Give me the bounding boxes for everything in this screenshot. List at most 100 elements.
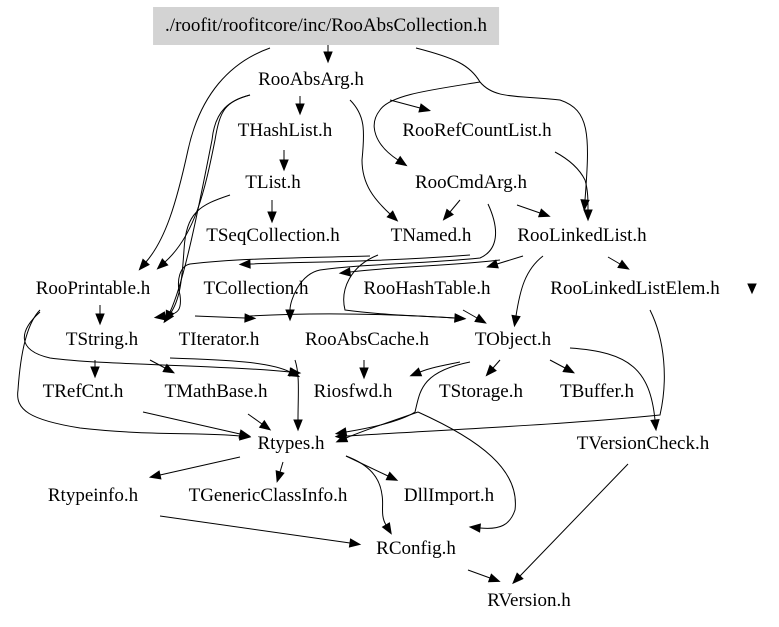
- node-tseqcollection[interactable]: TSeqCollection.h: [206, 225, 340, 246]
- node-rooabscache[interactable]: RooAbsCache.h: [304, 329, 430, 350]
- arrowhead-icon: [279, 159, 289, 172]
- arrowhead-icon: [418, 103, 431, 113]
- arrowhead-icon: [293, 419, 303, 432]
- edge-roorefcountlist-to-roolinkedlist: [554, 151, 589, 211]
- node-tbuffer[interactable]: TBuffer.h: [559, 381, 635, 402]
- arrowhead-icon: [95, 313, 105, 326]
- edge-tlist-to-tstring: [169, 194, 231, 315]
- arrowhead-icon: [485, 364, 497, 377]
- arrowhead-icon: [359, 367, 369, 380]
- node-tcollection[interactable]: TCollection.h: [203, 278, 309, 299]
- node-trefcnt[interactable]: TRefCnt.h: [42, 381, 124, 402]
- edge-tstring-to-riosfwd: [169, 357, 291, 373]
- node-rooabscollection[interactable]: ./roofit/roofitcore/inc/RooAbsCollection…: [153, 7, 499, 45]
- arrowhead-icon: [381, 522, 392, 535]
- edge-roocmdarg-to-roolinkedlist: [516, 204, 541, 214]
- edge-tmathbase-to-rtypes: [247, 413, 263, 425]
- edge-tnamed-to-tstring: [249, 254, 471, 265]
- arrowhead-icon: [512, 572, 524, 585]
- arrowhead-icon: [617, 259, 630, 270]
- node-riosfwd[interactable]: Riosfwd.h: [313, 381, 393, 402]
- arrowhead-icon: [238, 259, 251, 269]
- node-tlist[interactable]: TList.h: [245, 172, 301, 193]
- node-tgenericclassinfo[interactable]: TGenericClassInfo.h: [188, 485, 348, 506]
- edge-tstring-to-tmathbase: [149, 359, 166, 369]
- arrowhead-icon: [486, 259, 499, 269]
- arrowhead-icon: [409, 367, 423, 377]
- edge-tobject-to-riosfwd: [419, 361, 461, 373]
- edge-rooabscollection-to-roolinkedlist: [415, 47, 588, 201]
- edge-tstorage-to-rtypes: [345, 411, 419, 439]
- arrowhead-icon: [338, 267, 352, 277]
- node-thashlist[interactable]: THashList.h: [237, 120, 333, 141]
- node-tobject[interactable]: TObject.h: [474, 329, 552, 350]
- edge-roocmdarg-to-tstring: [289, 203, 497, 311]
- arrowhead-icon: [334, 427, 348, 437]
- arrowhead-icon: [148, 470, 162, 480]
- arrowhead-icon: [537, 208, 551, 218]
- arrowhead-icon: [386, 210, 399, 222]
- edge-riosfwd-to-rtypes: [294, 359, 299, 421]
- arrowhead-icon: [454, 313, 467, 323]
- edge-tobject-to-rtypes: [345, 361, 471, 433]
- arrowhead-icon: [747, 283, 757, 295]
- edge-roolinkedlist-to-roohashtable: [496, 255, 524, 265]
- node-tversioncheck[interactable]: TVersionCheck.h: [576, 433, 710, 454]
- arrowhead-icon: [474, 313, 487, 324]
- edge-tstorage-to-rconfig: [417, 411, 516, 529]
- node-rtypeinfo[interactable]: Rtypeinfo.h: [47, 485, 139, 506]
- arrowhead-icon: [442, 208, 454, 221]
- arrowhead-icon: [511, 314, 521, 328]
- edge-tobject-to-tstorage: [492, 359, 501, 369]
- node-roocmdarg[interactable]: RooCmdArg.h: [414, 172, 528, 193]
- node-roorefcountlist[interactable]: RooRefCountList.h: [402, 120, 552, 141]
- edge-tseqcollection-to-tcollection: [164, 255, 371, 317]
- edge-rtypes-to-tgenericclassinfo: [279, 461, 284, 473]
- node-roolinkedlistelem[interactable]: RooLinkedListElem.h: [550, 278, 720, 299]
- arrowhead-icon: [348, 538, 362, 548]
- node-tnamed[interactable]: TNamed.h: [390, 225, 472, 246]
- edge-rtypes-to-rtypeinfo: [159, 456, 241, 476]
- node-rtypes[interactable]: Rtypes.h: [257, 433, 325, 454]
- arrowhead-icon: [583, 209, 593, 222]
- edge-tcollection-to-tobject: [249, 313, 456, 319]
- node-rooabsarg[interactable]: RooAbsArg.h: [258, 69, 364, 90]
- edge-trefcnt-to-rtypes: [142, 411, 241, 435]
- edge-roolinkedlist-to-tobject: [515, 255, 544, 317]
- arrowhead-icon: [295, 103, 305, 116]
- arrowhead-icon: [562, 363, 576, 374]
- edge-rooprintable-to-riosfwd: [23, 311, 291, 373]
- arrowhead-icon: [162, 363, 176, 374]
- node-rooprintable[interactable]: RooPrintable.h: [35, 278, 151, 299]
- node-rconfig[interactable]: RConfig.h: [376, 538, 456, 559]
- node-rversion[interactable]: RVersion.h: [487, 590, 571, 611]
- edge-rooabsarg-to-roocmdarg: [373, 81, 481, 161]
- edge-tversioncheck-to-rversion: [519, 463, 629, 577]
- edge-roolinkedlist-to-roolinkedlistelem: [607, 256, 621, 265]
- arrowhead-icon: [153, 311, 167, 321]
- node-roohashtable[interactable]: RooHashTable.h: [363, 278, 491, 299]
- arrowhead-icon: [650, 419, 660, 432]
- arrowhead-icon: [138, 258, 150, 271]
- node-dllimport[interactable]: DllImport.h: [403, 485, 495, 506]
- arrowhead-icon: [287, 367, 301, 378]
- arrowhead-icon: [156, 258, 169, 270]
- node-roolinkedlist[interactable]: RooLinkedList.h: [517, 225, 647, 246]
- edge-rtypeinfo-to-rconfig: [159, 515, 351, 544]
- edge-roocmdarg-to-tnamed: [449, 199, 461, 213]
- node-tstorage[interactable]: TStorage.h: [439, 381, 523, 402]
- node-tstring[interactable]: TString.h: [65, 329, 139, 350]
- node-titerator[interactable]: TIterator.h: [178, 329, 260, 350]
- arrowhead-icon: [258, 419, 272, 431]
- edge-rtypes-to-rconfig: [345, 455, 387, 526]
- arrowhead-icon: [285, 309, 295, 322]
- arrowhead-icon: [394, 155, 408, 167]
- arrowhead-icon: [238, 429, 252, 439]
- edge-tcollection-to-titerator: [194, 315, 246, 319]
- node-tmathbase[interactable]: TMathBase.h: [164, 381, 268, 402]
- arrowhead-icon: [580, 199, 590, 212]
- edge-tobject-to-tbuffer: [549, 359, 566, 369]
- arrowhead-icon: [244, 313, 257, 323]
